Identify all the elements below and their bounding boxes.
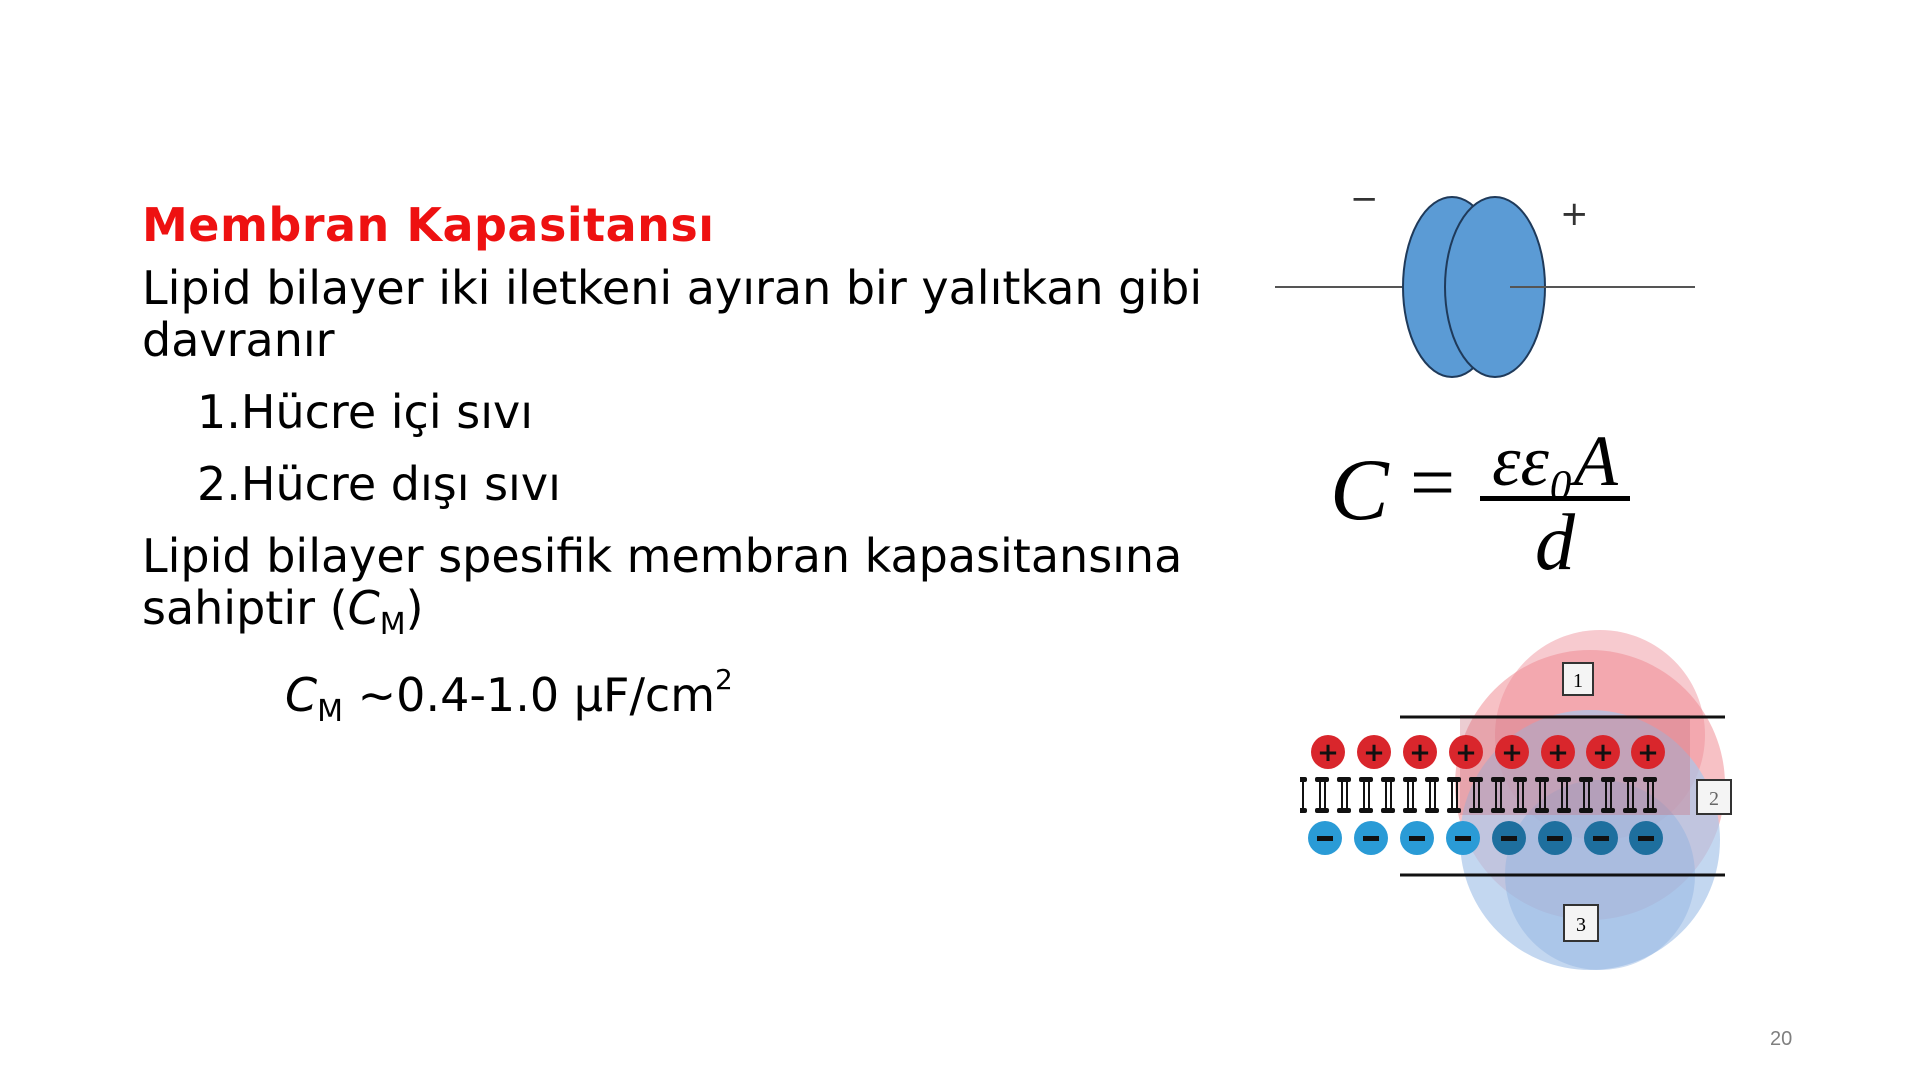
svg-text:3: 3 xyxy=(1576,914,1586,936)
page-number: 20 xyxy=(1770,1028,1793,1050)
cm-value-text: ~0.4-1.0 µF/cm xyxy=(343,668,716,722)
svg-text:1: 1 xyxy=(1573,670,1583,692)
positive-ions: + + + + + + + + xyxy=(1311,735,1665,769)
svg-text:+: + xyxy=(1317,738,1339,768)
paragraph-insulator: Lipid bilayer iki iletkeni ayıran bir ya… xyxy=(142,261,1203,367)
cm-value-subscript: M xyxy=(317,694,344,729)
plus-sign: + xyxy=(1560,194,1589,234)
cm-value: CM ~0.4-1.0 µF/cm2 xyxy=(285,666,1212,738)
formula-lhs: C xyxy=(1330,442,1389,539)
svg-text:+: + xyxy=(1637,738,1659,768)
minus-sign: − xyxy=(1350,179,1379,219)
slide-title: Membran Kapasitansı xyxy=(142,198,715,252)
cm-value-symbol: C xyxy=(285,668,318,722)
paragraph2-text: Lipid bilayer spesifik membran kapasitan… xyxy=(142,529,1183,635)
label-2: 2 xyxy=(1696,779,1732,815)
fraction-bar xyxy=(1480,496,1630,501)
capacitor-diagram: − + xyxy=(1275,179,1695,378)
formula-equals: = xyxy=(1410,439,1456,527)
formula-numerator: εε₀A xyxy=(1492,421,1618,501)
membrane-charge-diagram: 1 2 3 + + + + + + + + xyxy=(1300,630,1732,970)
svg-text:2: 2 xyxy=(1709,788,1719,810)
negative-ions xyxy=(1308,821,1663,855)
cm-subscript: M xyxy=(379,607,406,642)
cm-value-superscript: 2 xyxy=(715,663,733,696)
paragraph2-close: ) xyxy=(405,581,424,635)
label-1: 1 xyxy=(1562,662,1594,696)
cm-symbol: C xyxy=(347,581,380,635)
list-item-intracellular: 1.Hücre içi sıvı xyxy=(197,385,533,439)
svg-text:+: + xyxy=(1455,738,1477,768)
text-content: Membran Kapasitansı Lipid bilayer iki il… xyxy=(142,196,1212,738)
list-item-extracellular: 2.Hücre dışı sıvı xyxy=(197,457,561,511)
label-3: 3 xyxy=(1563,904,1599,942)
svg-text:+: + xyxy=(1547,738,1569,768)
lipid-bilayer xyxy=(1300,777,1657,813)
svg-text:+: + xyxy=(1363,738,1385,768)
paragraph-specific-capacitance: Lipid bilayer spesifik membran kapasitan… xyxy=(142,530,1212,651)
capacitance-formula: C = εε₀A d xyxy=(1330,420,1660,587)
svg-text:+: + xyxy=(1409,738,1431,768)
formula-denominator: d xyxy=(1535,499,1575,587)
svg-text:+: + xyxy=(1501,738,1523,768)
svg-text:+: + xyxy=(1592,738,1614,768)
